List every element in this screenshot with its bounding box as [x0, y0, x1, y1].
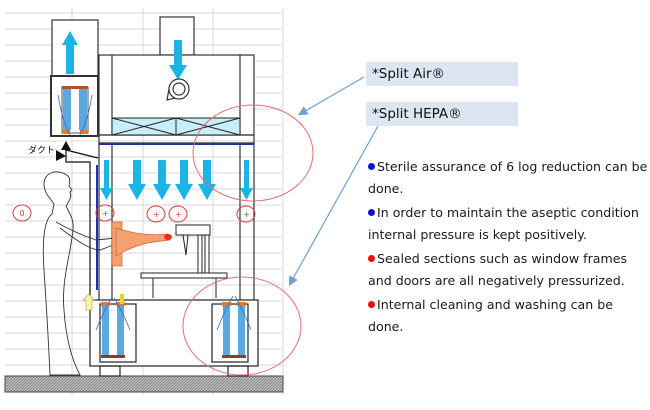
highlight-circle-split-hepa [182, 276, 302, 376]
highlight-circle-split-air [192, 104, 314, 202]
svg-text:+: + [102, 209, 109, 218]
feature-item: In order to maintain the aseptic conditi… [368, 205, 639, 242]
callout-arrow-split-air [297, 76, 365, 116]
callout-arrow-split-hepa [288, 125, 379, 287]
downflow-arrow [175, 160, 193, 200]
bullet-dot-icon [368, 255, 375, 262]
feature-item: Internal cleaning and washing can be don… [368, 297, 613, 334]
pressure-marker: + [168, 205, 188, 223]
small-yellow-arrows [82, 293, 124, 311]
operator-figure [42, 171, 117, 376]
downflow-arrow [100, 160, 113, 200]
supply-arrow [169, 40, 187, 80]
split-hepa-label: *Split HEPA® [366, 102, 518, 126]
svg-text:+: + [153, 210, 160, 219]
hepa-filter [111, 117, 241, 136]
base-unit [89, 299, 259, 377]
bullet-dot-icon [368, 301, 375, 308]
duct-arrow-up [61, 141, 71, 150]
split-hepa-filter-right [216, 295, 252, 358]
duct-arrow-right [56, 150, 66, 161]
downflow-arrow [128, 160, 146, 200]
split-air-label: *Split Air® [366, 62, 518, 86]
exhaust-arrow [62, 31, 78, 74]
work-table [140, 224, 228, 298]
glove [111, 221, 172, 267]
bullet-dot-icon [368, 163, 375, 170]
fan-icon [166, 78, 190, 101]
downflow-arrow [240, 160, 253, 200]
exhaust-unit [50, 19, 99, 137]
svg-text:0: 0 [20, 209, 25, 218]
pressure-marker: + [95, 204, 115, 222]
downflow-arrows [100, 160, 253, 200]
svg-text:+: + [175, 210, 182, 219]
pressure-markers: 0 + + + + [12, 204, 256, 223]
feature-item: Sterile assurance of 6 log reduction can… [368, 159, 648, 196]
pressure-marker: + [236, 205, 256, 223]
feature-item: Sealed sections such as window frames an… [368, 251, 628, 288]
svg-text:+: + [243, 210, 250, 219]
exhaust-filter [57, 86, 93, 136]
duct-label: ダクト [28, 144, 55, 156]
pressure-marker: 0 [12, 204, 32, 222]
bullet-dot-icon [368, 209, 375, 216]
feature-list: Sterile assurance of 6 log reduction can… [368, 156, 648, 340]
pressure-marker: + [146, 205, 166, 223]
floor [4, 375, 284, 393]
downflow-arrow [153, 160, 171, 200]
